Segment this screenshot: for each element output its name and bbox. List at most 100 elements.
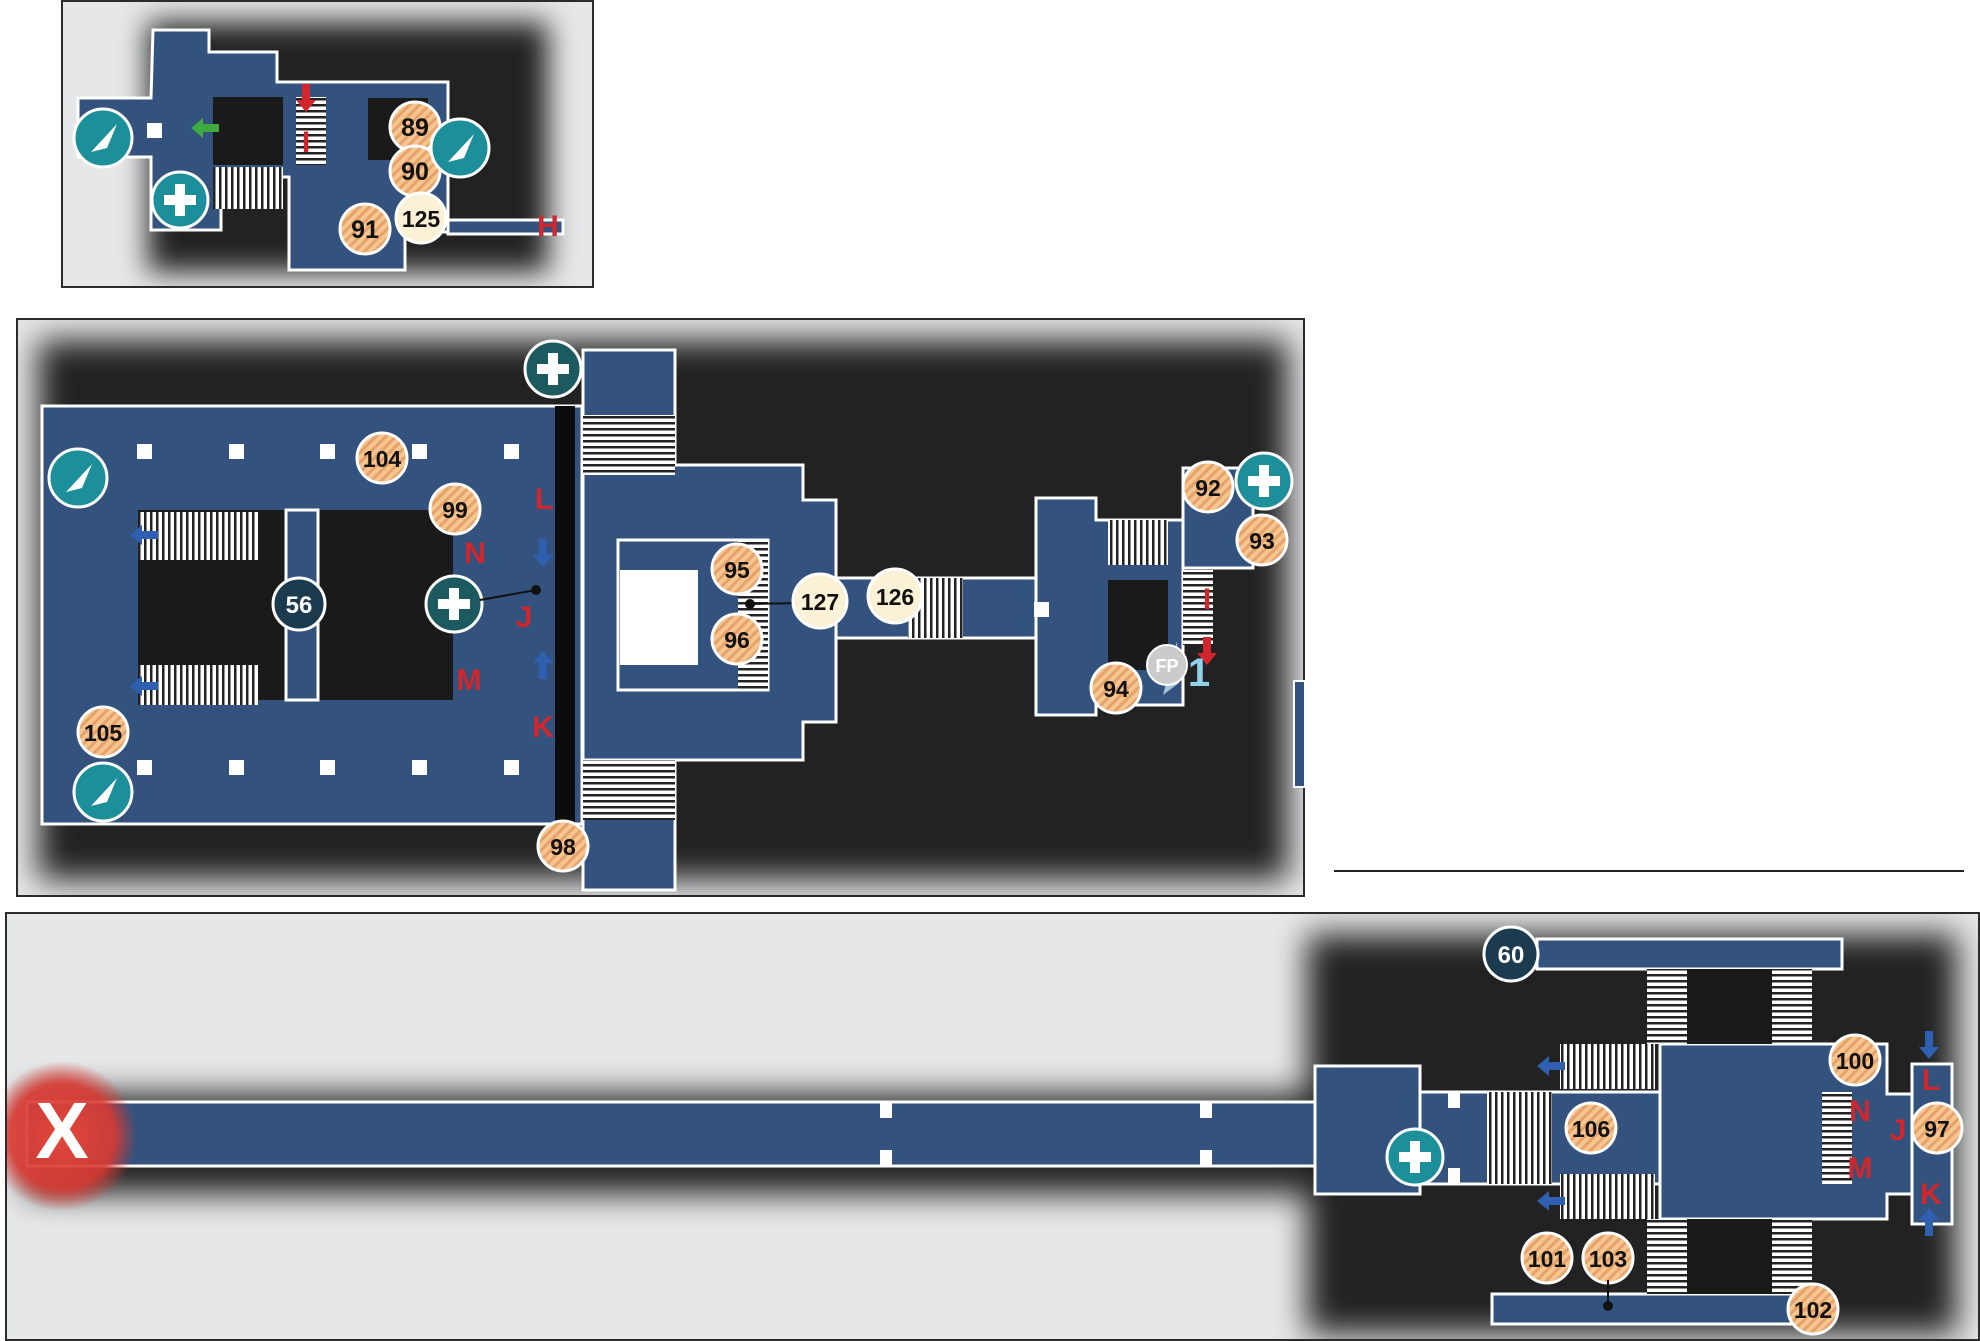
door-label-L: L [535, 483, 553, 516]
arrow-up-icon [533, 651, 553, 679]
compass-icon[interactable] [47, 447, 109, 509]
compass-icon[interactable] [72, 761, 134, 823]
pointer-dot [745, 599, 755, 609]
heal-cross-icon[interactable] [1385, 1127, 1445, 1187]
svg-text:125: 125 [402, 206, 441, 232]
svg-text:89: 89 [401, 114, 429, 142]
svg-text:97: 97 [1924, 1116, 1950, 1142]
door-label-M: M [457, 664, 482, 697]
arrow-down-icon [296, 84, 316, 112]
boss-marker[interactable]: 60 [1482, 925, 1540, 983]
treasure-marker[interactable]: 94 [1089, 661, 1143, 715]
treasure-marker[interactable]: 96 [710, 612, 764, 666]
door-label-M: M [1848, 1152, 1873, 1185]
treasure-marker[interactable]: 105 [76, 705, 130, 759]
svg-text:127: 127 [801, 589, 839, 615]
stairs [296, 97, 326, 165]
svg-text:105: 105 [84, 720, 123, 746]
door-label-H: H [537, 210, 559, 243]
arrow-down-icon [533, 539, 553, 567]
svg-text:60: 60 [1498, 942, 1525, 969]
svg-text:101: 101 [1528, 1246, 1567, 1272]
treasure-marker[interactable]: 102 [1786, 1282, 1840, 1336]
svg-text:91: 91 [351, 216, 379, 244]
arrow-left-icon [130, 525, 158, 545]
arrow-down-icon [1197, 637, 1217, 665]
pillar [147, 123, 162, 138]
treasure-marker[interactable]: 106 [1564, 1101, 1618, 1155]
stairs [1560, 1044, 1655, 1089]
key-marker[interactable]: 125 [394, 191, 448, 245]
key-marker[interactable]: 127 [791, 572, 849, 630]
treasure-marker[interactable]: 100 [1828, 1033, 1882, 1087]
svg-text:126: 126 [876, 584, 914, 610]
heal-cross-icon[interactable] [150, 170, 210, 230]
treasure-marker[interactable]: 97 [1910, 1101, 1964, 1155]
door-label-L: L [1922, 1064, 1940, 1097]
partial-room [1293, 680, 1306, 788]
exit-marker-icon[interactable]: X [35, 1086, 88, 1175]
heal-cross-icon[interactable] [1234, 451, 1294, 511]
svg-text:98: 98 [550, 834, 576, 860]
key-marker[interactable]: 126 [866, 567, 924, 625]
svg-text:95: 95 [724, 557, 750, 583]
door-label-I: I [1203, 583, 1211, 616]
divider-line [1334, 870, 1964, 872]
door-label-N: N [464, 537, 486, 570]
exit-glow [7, 1061, 137, 1211]
compass-icon[interactable] [429, 117, 491, 179]
divider-wall [555, 406, 575, 824]
svg-text:90: 90 [401, 158, 429, 186]
stairs [1647, 969, 1687, 1044]
treasure-marker[interactable]: 93 [1235, 513, 1289, 567]
svg-text:FP: FP [1155, 656, 1178, 676]
svg-text:103: 103 [1589, 1246, 1627, 1272]
stairs [1560, 1174, 1655, 1219]
treasure-marker[interactable]: 90 [388, 144, 442, 198]
svg-text:102: 102 [1794, 1297, 1832, 1323]
arrow-down-icon [1919, 1031, 1939, 1059]
treasure-marker[interactable]: 98 [536, 819, 590, 873]
stairs [1822, 1092, 1852, 1184]
stairs [1772, 969, 1812, 1044]
svg-text:93: 93 [1249, 528, 1275, 554]
save-point-icon[interactable]: FP [1146, 641, 1188, 695]
pointer-dot [531, 585, 541, 595]
arrow-left-icon [1537, 1056, 1565, 1076]
door-label-N: N [1849, 1095, 1871, 1128]
arrow-up-icon [1919, 1208, 1939, 1236]
compass-icon[interactable] [72, 107, 134, 169]
center-block [620, 570, 698, 665]
treasure-marker[interactable]: 95 [710, 542, 764, 596]
stairs [1183, 570, 1213, 645]
boss-marker[interactable]: 56 [271, 576, 327, 632]
middle-hall-map [38, 340, 1288, 892]
treasure-marker[interactable]: 99 [428, 482, 482, 536]
treasure-marker[interactable]: 91 [338, 202, 392, 256]
svg-text:56: 56 [286, 592, 313, 619]
svg-text:99: 99 [442, 497, 468, 523]
treasure-marker[interactable]: 104 [355, 431, 409, 485]
svg-text:106: 106 [1572, 1116, 1610, 1142]
door-label-K: K [1920, 1178, 1942, 1211]
door-label-J: J [516, 601, 533, 634]
svg-text:94: 94 [1103, 676, 1129, 702]
wall-block [213, 97, 283, 165]
treasure-marker[interactable]: 101 [1520, 1231, 1574, 1285]
heal-cross-icon[interactable] [523, 339, 583, 399]
pillars [137, 444, 1049, 775]
stairs [583, 760, 675, 820]
treasure-marker[interactable]: 103 [1581, 1231, 1635, 1285]
svg-text:100: 100 [1836, 1048, 1874, 1074]
stairs [583, 415, 675, 475]
pointer-line [479, 589, 537, 601]
door-label-I: I [302, 126, 310, 159]
corridor-gates [880, 1092, 1460, 1184]
arrow-left-icon [130, 676, 158, 696]
arrow-left-icon [1537, 1191, 1565, 1211]
stairs [1108, 520, 1168, 565]
treasure-marker[interactable]: 92 [1181, 460, 1235, 514]
svg-text:104: 104 [363, 446, 402, 472]
heal-cross-icon[interactable] [424, 574, 484, 634]
